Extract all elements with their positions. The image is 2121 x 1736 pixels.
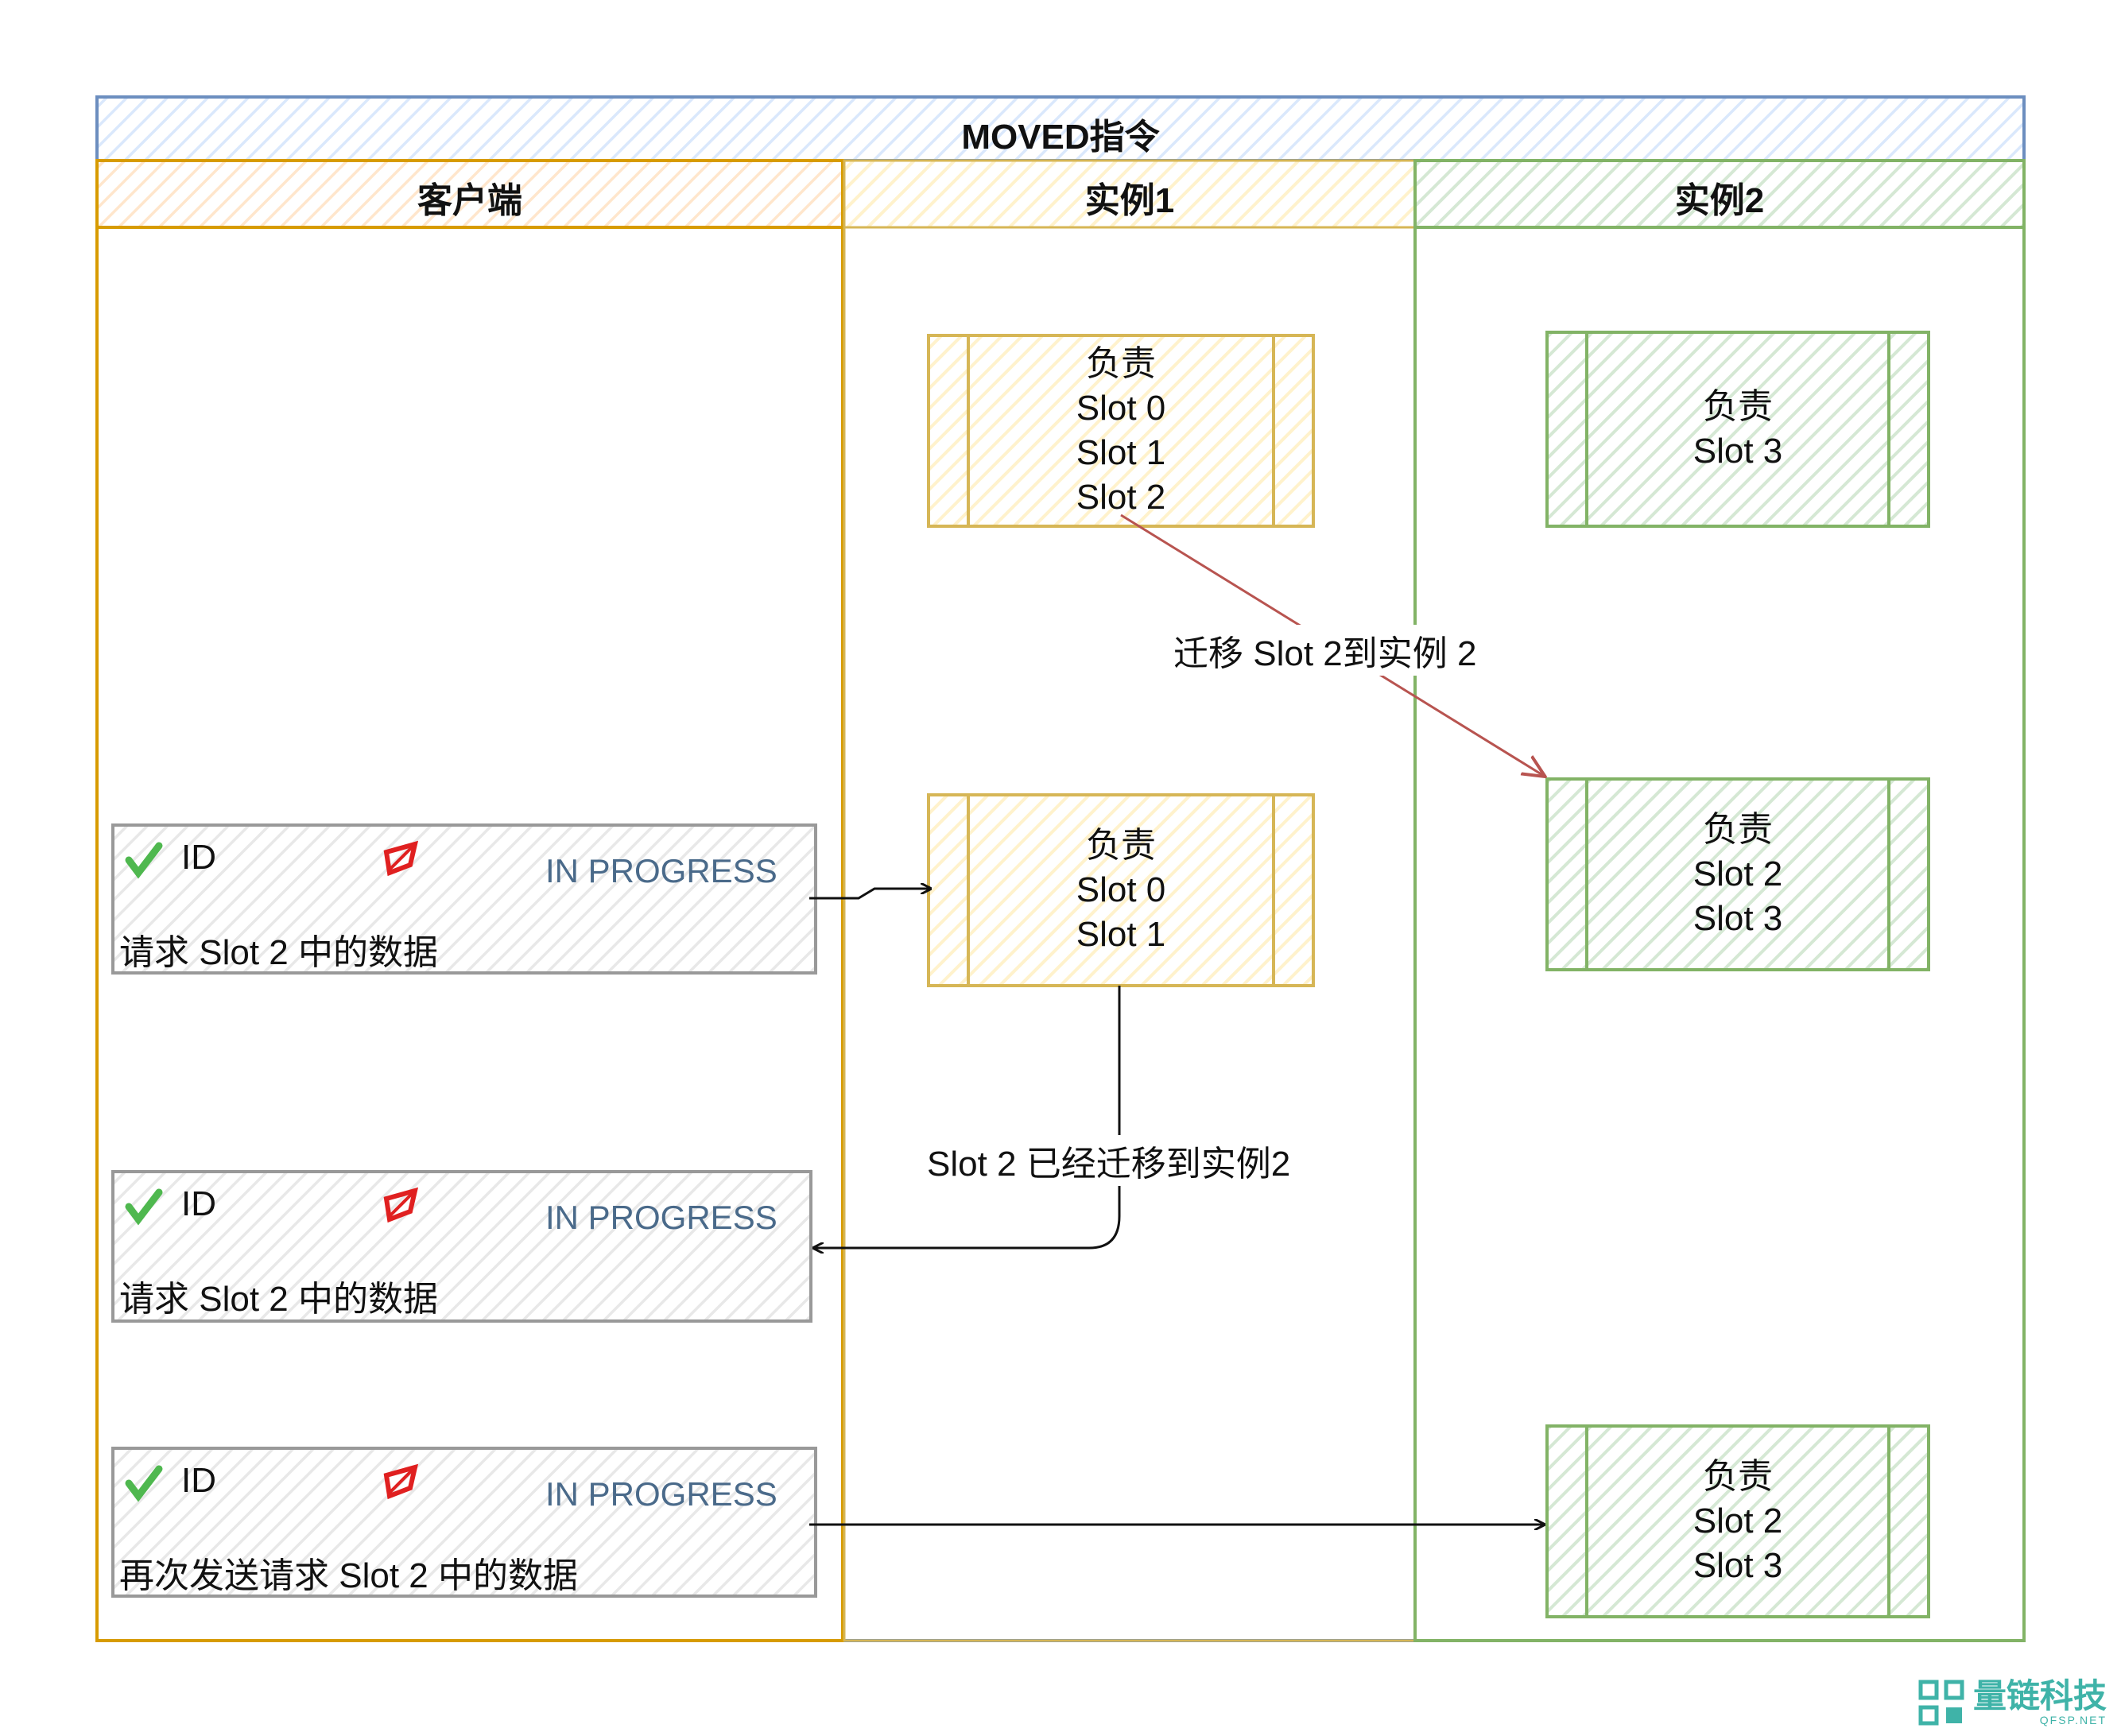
card-1-frame [111,823,817,975]
card-2-frame [111,1170,812,1323]
box-head: 负责 [1703,810,1773,849]
card-1-desc: 请求 Slot 2 中的数据 [119,933,438,972]
box-head: 负责 [1086,826,1156,865]
watermark: 量链科技 QFSP.NET [1917,1679,2107,1726]
inst1-mid-box [927,793,1315,987]
card-1-check-icon [125,842,163,879]
card-3-frame [111,1447,817,1598]
lane-instance1-header [843,159,1417,229]
card-3-check-icon [125,1465,163,1502]
card-3-status: IN PROGRESS [545,1475,777,1513]
box-line: Slot 2 [1076,478,1166,517]
lane-client-header [95,159,844,229]
card-3-desc: 再次发送请求 Slot 2 中的数据 [119,1556,578,1595]
card-2-desc: 请求 Slot 2 中的数据 [119,1280,438,1319]
inst2-mid-text: 负责 Slot 2 Slot 3 [1547,779,1929,970]
inst2-bot-box [1545,1424,1930,1618]
box-line: Slot 2 [1693,854,1783,893]
inst2-top-text: 负责 Slot 3 [1547,332,1929,526]
box-line: Slot 2 [1693,1502,1783,1540]
pool-title: MOVED指令 [961,118,1160,157]
edge-migrate-label: 迁移 Slot 2到实例 2 [1169,625,1482,676]
edge-moved-label: Slot 2 已经迁移到实例2 [922,1135,1296,1186]
lane-instance2-header [1413,159,2026,229]
lane-instance1-title: 实例1 [1084,181,1175,220]
inst2-bot-text: 负责 Slot 2 Slot 3 [1547,1426,1929,1617]
card-2-id: ID [181,1184,216,1223]
card-2-flag-icon [383,1187,419,1223]
box-head: 负责 [1086,344,1156,383]
box-line: Slot 0 [1076,389,1166,428]
inst2-mid-box [1545,777,1930,971]
box-line: Slot 3 [1693,1546,1783,1585]
box-head: 负责 [1703,1457,1773,1496]
card-1-flag-icon [383,840,419,877]
box-line: Slot 3 [1693,899,1783,938]
box-line: Slot 0 [1076,870,1166,909]
chain-logo-icon [1918,1680,1964,1726]
edge-request-1 [809,889,930,900]
box-head: 负责 [1703,387,1773,426]
watermark-sub: QFSP.NET [2039,1714,2107,1726]
card-2-check-icon [125,1188,163,1226]
box-line: Slot 1 [1076,433,1166,472]
card-2-status: IN PROGRESS [545,1199,777,1236]
card-1-status: IN PROGRESS [545,852,777,889]
lane-instance2-title: 实例2 [1674,181,1765,220]
lane-client-title: 客户端 [417,181,522,220]
edge-moved-reply [814,986,1121,1248]
card-3-id: ID [181,1461,216,1500]
inst1-top-text: 负责 Slot 0 Slot 1 Slot 2 [929,335,1313,526]
box-line: Slot 1 [1076,915,1166,954]
watermark-text: 量链科技 [1972,1677,2107,1715]
inst1-mid-text: 负责 Slot 0 Slot 1 [929,795,1313,986]
inst1-top-box [927,334,1315,528]
inst2-top-box [1545,331,1930,528]
card-3-flag-icon [383,1463,419,1500]
card-1-id: ID [181,838,216,877]
box-line: Slot 3 [1693,432,1783,471]
